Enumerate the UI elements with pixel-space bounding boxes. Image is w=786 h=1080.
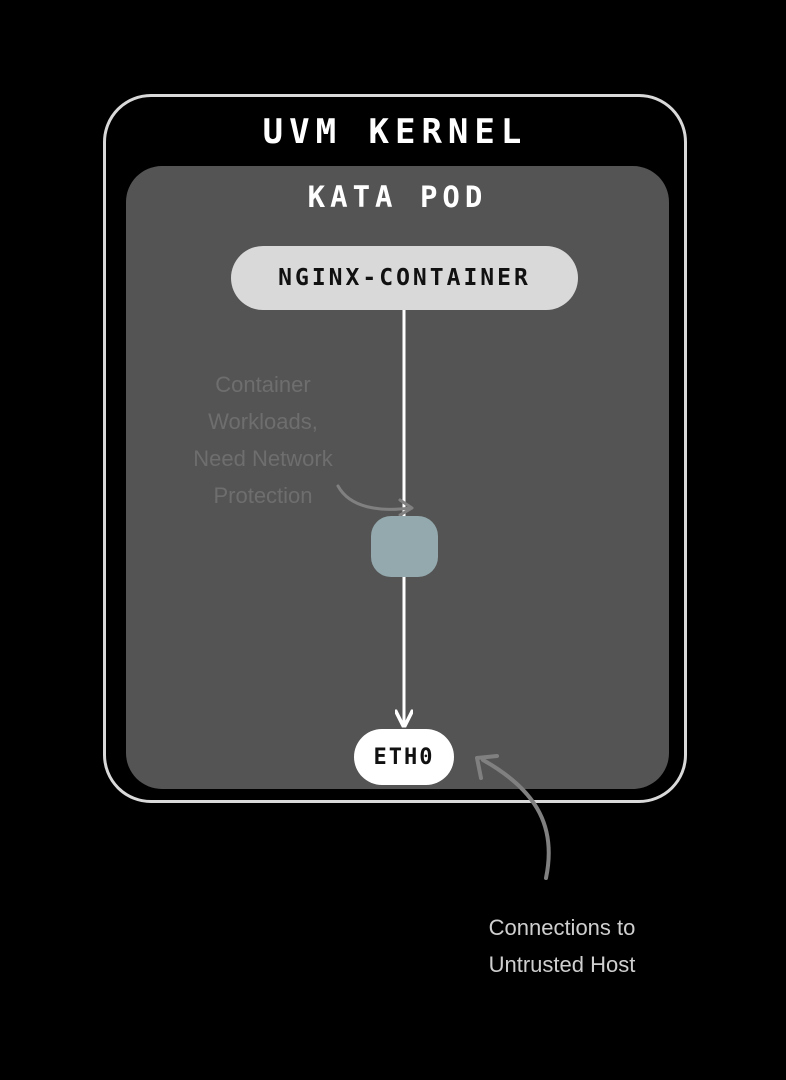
workload-annotation: Container Workloads, Need Network Protec… — [168, 366, 358, 514]
workload-annotation-line: Need Network — [193, 446, 333, 471]
uvm-kernel-title: UVM KERNEL — [262, 112, 528, 152]
host-annotation: Connections to Untrusted Host — [462, 909, 662, 983]
workload-annotation-line: Workloads, — [208, 409, 318, 434]
eth0-interface-node: ETH0 — [354, 729, 454, 785]
network-protection-node — [371, 516, 438, 577]
nginx-container-label: NGINX-CONTAINER — [278, 265, 531, 291]
kata-pod-title: KATA POD — [307, 180, 488, 214]
workload-annotation-line: Container — [215, 372, 311, 397]
workload-annotation-line: Protection — [213, 483, 313, 508]
nginx-container-node: NGINX-CONTAINER — [231, 246, 578, 310]
eth0-label: ETH0 — [373, 744, 435, 770]
host-annotation-line: Connections to — [488, 915, 636, 940]
host-annotation-line: Untrusted Host — [488, 952, 636, 977]
